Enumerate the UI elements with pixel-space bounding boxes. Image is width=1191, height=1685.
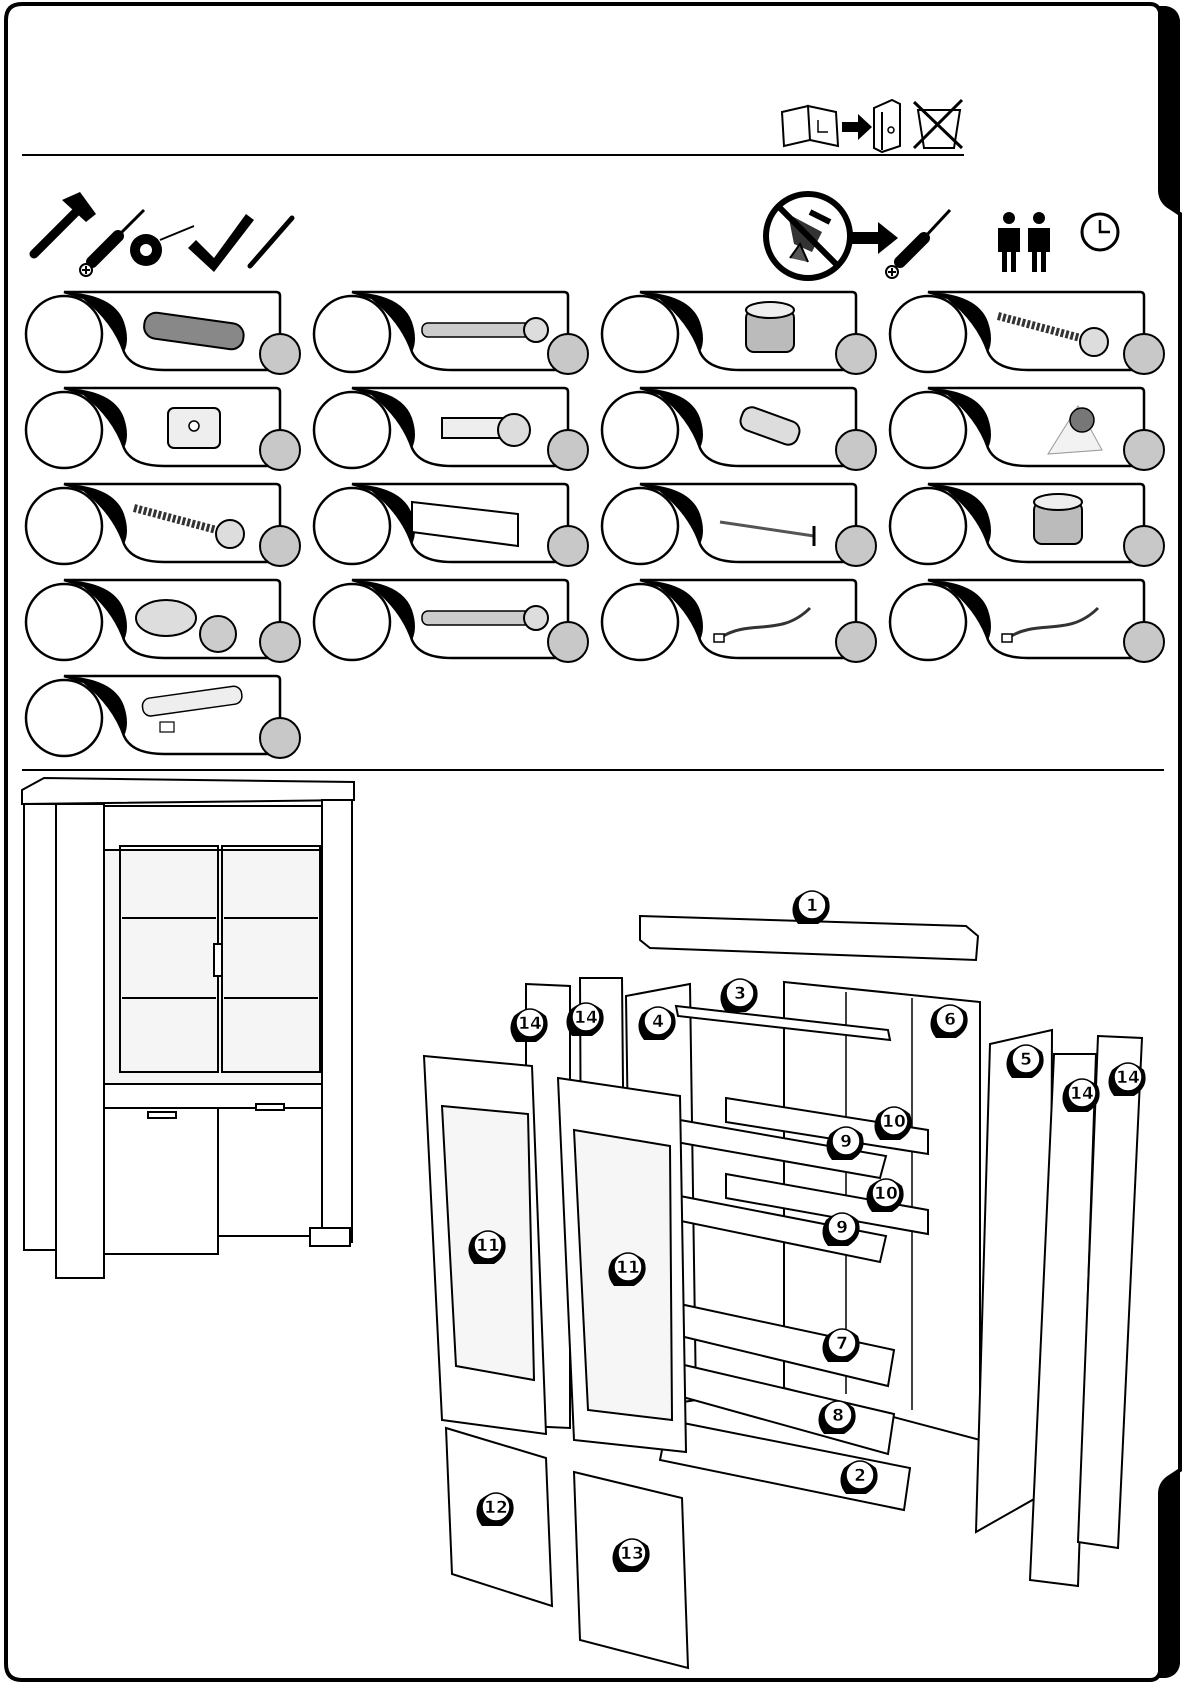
- part-label-3: 3: [720, 979, 757, 1012]
- part-number: 4: [652, 1012, 664, 1032]
- quantity-circle: [26, 296, 102, 372]
- item-code-circle: [836, 526, 876, 566]
- item-code-circle: [1124, 334, 1164, 374]
- hardware-grid: [26, 292, 1164, 758]
- part-number: 13: [620, 1544, 644, 1564]
- quantity-circle: [26, 584, 102, 660]
- hardware-cell-shelf-support-pin: [602, 388, 876, 470]
- do-not-discard-icon: [914, 100, 962, 148]
- quantity-circle: [602, 584, 678, 660]
- quantity-circle: [26, 392, 102, 468]
- hardware-cell-cam-lock-housing: [890, 484, 1164, 566]
- part-number: 10: [874, 1184, 898, 1204]
- item-code-circle: [1124, 526, 1164, 566]
- cam-lock-icon: [746, 302, 794, 352]
- hardware-cell-short-screw: [26, 484, 300, 566]
- clock-icon: [1082, 214, 1118, 250]
- arrow-right-icon: [852, 222, 898, 254]
- item-code-circle: [1124, 430, 1164, 470]
- quantity-circle: [890, 488, 966, 564]
- square-ruler-icon: [188, 214, 254, 272]
- hardware-cell-handle: [314, 484, 588, 566]
- header-icons: [22, 100, 964, 155]
- hammer-icon: [34, 192, 96, 254]
- hardware-cell-led-cable-set: [602, 580, 876, 662]
- pencil-icon: [250, 218, 292, 266]
- quantity-circle: [314, 296, 390, 372]
- arrow-right-icon: [842, 114, 872, 140]
- item-code-circle: [1124, 622, 1164, 662]
- part-number: 14: [574, 1008, 598, 1028]
- cam-lock-housing-icon: [1034, 494, 1082, 544]
- hardware-cell-hinge: [314, 388, 588, 470]
- hardware-cell-hinge-mounting-plate: [26, 388, 300, 470]
- assembled-cabinet-preview: [22, 778, 354, 1278]
- hardware-cell-adhesive-bumper: [890, 388, 1164, 470]
- quantity-circle: [26, 488, 102, 564]
- item-code-circle: [836, 430, 876, 470]
- hardware-cell-led-light-bar-kit: [26, 676, 300, 758]
- part-number: 14: [518, 1014, 542, 1034]
- part-number: 8: [832, 1406, 844, 1426]
- part-number: 11: [476, 1236, 500, 1256]
- no-power-tools-icon: [766, 194, 850, 278]
- read-instructions-icon: [782, 106, 838, 146]
- part-number: 5: [1020, 1050, 1032, 1070]
- part-label-14: 14: [566, 1003, 603, 1036]
- item-code-circle: [836, 334, 876, 374]
- hardware-cell-power-cable: [890, 580, 1164, 662]
- quantity-circle: [602, 296, 678, 372]
- item-code-circle: [836, 622, 876, 662]
- item-code-circle: [260, 622, 300, 662]
- quantity-circle: [314, 488, 390, 564]
- part-number: 2: [854, 1466, 866, 1486]
- hinge-mounting-plate-icon: [168, 408, 220, 448]
- part-number: 9: [840, 1132, 852, 1152]
- hardware-cell-nail: [602, 484, 876, 566]
- part-number: 14: [1116, 1068, 1140, 1088]
- quantity-circle: [890, 392, 966, 468]
- quantity-circle: [890, 584, 966, 660]
- quantity-circle: [26, 680, 102, 756]
- hardware-cell-long-threaded-anchor: [314, 580, 588, 662]
- quantity-circle: [314, 584, 390, 660]
- hardware-cell-connector-bolt: [314, 292, 588, 374]
- part-number: 9: [836, 1218, 848, 1238]
- item-code-circle: [260, 334, 300, 374]
- tools-right: [766, 194, 1118, 278]
- quantity-circle: [890, 296, 966, 372]
- item-code-circle: [548, 622, 588, 662]
- part-number: 11: [616, 1258, 640, 1278]
- quantity-circle: [602, 488, 678, 564]
- two-persons-icon: [998, 212, 1050, 272]
- part-number: 14: [1070, 1084, 1094, 1104]
- binder-icon: [874, 100, 900, 152]
- part-number: 12: [484, 1498, 508, 1518]
- part-number: 6: [944, 1010, 956, 1030]
- item-code-circle: [548, 526, 588, 566]
- hardware-cell-screw: [890, 292, 1164, 374]
- item-code-circle: [260, 430, 300, 470]
- item-code-circle: [548, 430, 588, 470]
- tools-row: [34, 192, 292, 276]
- item-code-circle: [548, 334, 588, 374]
- quantity-circle: [314, 392, 390, 468]
- item-code-circle: [260, 718, 300, 758]
- part-number: 10: [882, 1112, 906, 1132]
- hardware-cell-wooden-dowel: [26, 292, 300, 374]
- part-label-1: 1: [792, 891, 829, 924]
- hardware-cell-cam-lock: [602, 292, 876, 374]
- quantity-circle: [602, 392, 678, 468]
- hardware-cell-plastic-dowel-with-cam-bolt: [26, 580, 300, 662]
- part-number: 1: [806, 896, 818, 916]
- tape-measure-icon: [130, 226, 194, 266]
- part-label-14: 14: [510, 1009, 547, 1042]
- part-number: 7: [836, 1334, 848, 1354]
- part-number: 3: [734, 984, 746, 1004]
- phillips-screwdriver-icon: [886, 210, 950, 278]
- item-code-circle: [260, 526, 300, 566]
